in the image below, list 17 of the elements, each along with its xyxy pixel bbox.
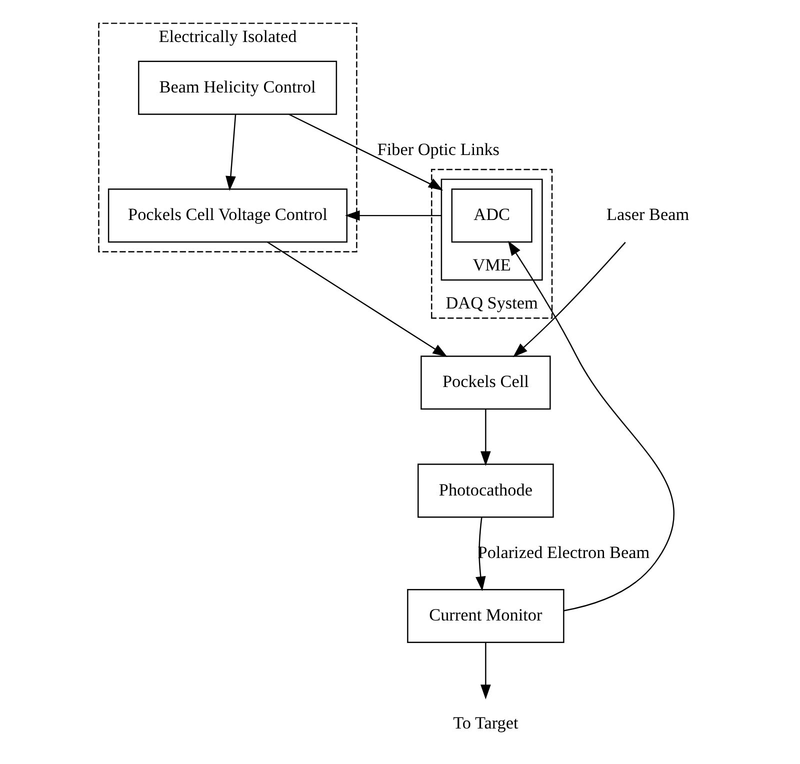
node-box: Photocathode	[418, 464, 554, 518]
node-box: Pockels Cell	[420, 356, 551, 410]
arrow	[226, 114, 236, 191]
arrow	[480, 409, 491, 466]
arrow	[288, 114, 444, 191]
node-box: Current Monitor	[407, 588, 564, 644]
node-box: Pockels Cell Voltage Control	[108, 188, 348, 243]
arrow	[480, 642, 491, 700]
edge-label: Fiber Optic Links	[377, 140, 500, 159]
arrow	[512, 242, 626, 358]
arrow	[476, 517, 486, 592]
arrow	[508, 240, 674, 612]
arrow	[345, 210, 442, 221]
node-text: Laser Beam	[606, 205, 690, 224]
node-box: Beam Helicity Control	[138, 60, 338, 115]
node-box: ADC	[451, 188, 532, 243]
node-text: To Target	[453, 714, 518, 733]
